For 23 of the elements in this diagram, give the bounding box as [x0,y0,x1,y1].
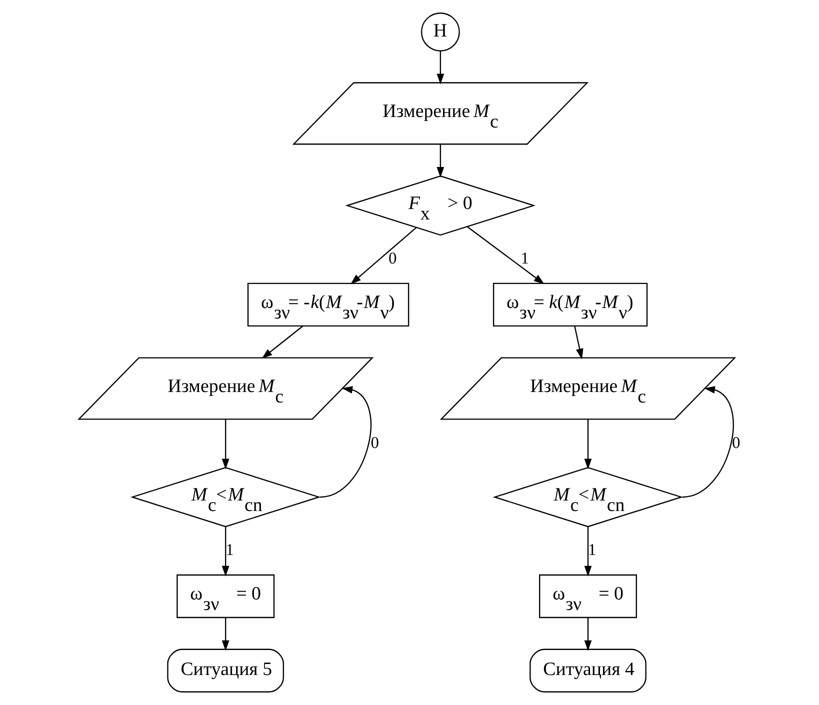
arrow [222,526,230,577]
edge-label: 0 [732,432,740,452]
arrow [682,386,734,498]
arrow [222,618,230,651]
edge-label: 1 [520,248,529,268]
arrow [262,326,304,359]
edge-label: 0 [388,248,397,268]
arrow [466,226,544,284]
node-circle: Н [420,12,460,52]
arrow [584,618,592,651]
node-box: Ситуация 5 [167,648,284,692]
arrow [350,227,416,284]
arrow [436,51,444,84]
arrow [436,144,444,178]
edge-label: 0 [370,432,380,452]
arrow [320,386,372,498]
arrow [222,419,230,470]
node-box: Ситуация 4 [530,648,646,692]
arrow [574,326,584,360]
arrow [584,419,592,470]
edge-label: 1 [226,540,234,560]
arrow [584,526,592,577]
edge-label: 1 [588,540,596,560]
